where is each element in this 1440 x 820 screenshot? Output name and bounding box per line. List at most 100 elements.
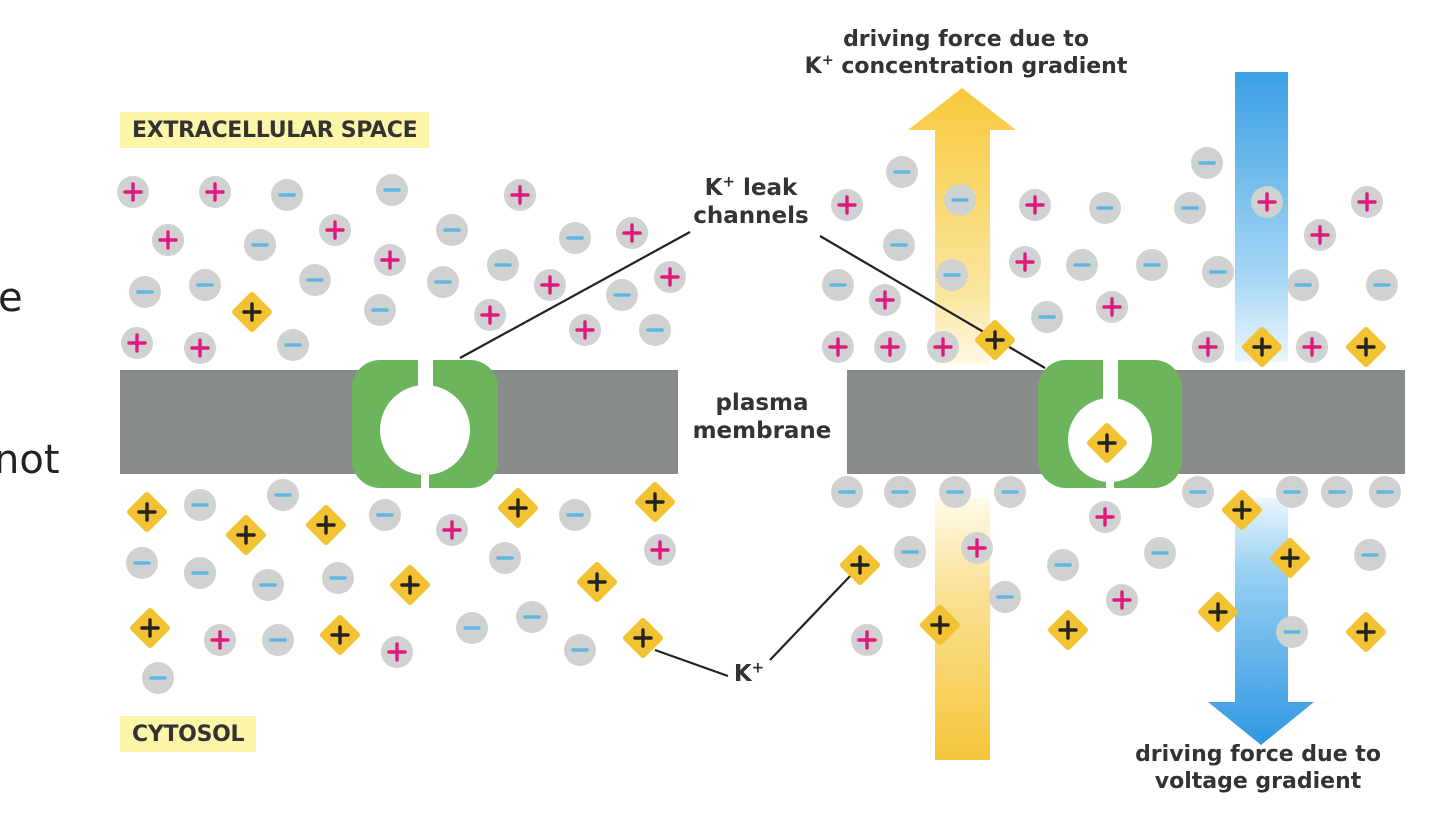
plus-circle-icon — [319, 214, 351, 246]
concentration-gradient-label: driving force due to K+ concentration gr… — [780, 27, 1152, 81]
plus-circle-icon — [381, 636, 413, 668]
minus-circle-icon — [559, 499, 591, 531]
minus-circle-icon — [883, 229, 915, 261]
minus-circle-icon — [1144, 537, 1176, 569]
minus-circle-icon — [299, 264, 331, 296]
plus-diamond-icon — [130, 608, 170, 648]
minus-circle-icon — [262, 624, 294, 656]
k-ion-charge: + — [751, 658, 765, 677]
minus-circle-icon — [1354, 539, 1386, 571]
voltage-gradient-label: driving force due to voltage gradient — [1118, 742, 1398, 796]
minus-circle-icon — [831, 476, 863, 508]
plus-circle-icon — [654, 261, 686, 293]
conc-ion-symbol: K — [804, 53, 822, 79]
minus-circle-icon — [564, 634, 596, 666]
plus-diamond-icon — [390, 565, 430, 605]
plus-circle-icon — [927, 331, 959, 363]
plus-diamond-icon — [1242, 327, 1282, 367]
minus-circle-icon — [886, 156, 918, 188]
plus-circle-icon — [474, 299, 506, 331]
minus-circle-icon — [1089, 192, 1121, 224]
plus-diamond-icon — [1222, 490, 1262, 530]
plus-circle-icon — [204, 624, 236, 656]
k-leak-channel-occupied — [1038, 352, 1182, 492]
minus-circle-icon — [516, 601, 548, 633]
minus-circle-icon — [944, 184, 976, 216]
plus-diamond-icon — [306, 505, 346, 545]
plus-circle-icon — [569, 314, 601, 346]
plus-circle-icon — [184, 332, 216, 364]
minus-circle-icon — [1202, 256, 1234, 288]
minus-circle-icon — [1047, 549, 1079, 581]
plus-circle-icon — [1351, 186, 1383, 218]
leader-line-k-right — [769, 573, 853, 661]
minus-circle-icon — [436, 214, 468, 246]
minus-circle-icon — [271, 179, 303, 211]
minus-circle-icon — [639, 314, 671, 346]
minus-circle-icon — [376, 174, 408, 206]
plus-diamond-icon — [1198, 592, 1238, 632]
plus-diamond-icon — [1048, 610, 1088, 650]
minus-circle-icon — [1174, 192, 1206, 224]
minus-circle-icon — [277, 329, 309, 361]
minus-circle-icon — [364, 294, 396, 326]
plus-circle-icon — [117, 176, 149, 208]
plasma-membrane-label: plasma membrane — [686, 389, 838, 445]
minus-circle-icon — [184, 557, 216, 589]
plus-circle-icon — [1089, 501, 1121, 533]
leak-word: leak — [743, 175, 798, 201]
minus-circle-icon — [129, 276, 161, 308]
minus-circle-icon — [427, 266, 459, 298]
plus-circle-icon — [831, 189, 863, 221]
plus-circle-icon — [1251, 186, 1283, 218]
minus-circle-icon — [1369, 476, 1401, 508]
minus-circle-icon — [142, 662, 174, 694]
plus-circle-icon — [374, 244, 406, 276]
cytosol-label: CYTOSOL — [120, 716, 257, 752]
minus-circle-icon — [939, 476, 971, 508]
minus-circle-icon — [894, 536, 926, 568]
plus-circle-icon — [534, 269, 566, 301]
conc-ion-charge: + — [821, 52, 834, 69]
plus-circle-icon — [121, 327, 153, 359]
leader-line-k-left — [654, 648, 729, 678]
extracellular-space-label: EXTRACELLULAR SPACE — [120, 112, 430, 148]
leak-ion-charge: + — [722, 172, 736, 191]
minus-circle-icon — [1287, 269, 1319, 301]
plus-diamond-icon — [498, 488, 538, 528]
plus-circle-icon — [436, 514, 468, 546]
conc-line-1: driving force due to — [843, 27, 1089, 52]
minus-circle-icon — [244, 229, 276, 261]
volt-line-1: driving force due to — [1135, 742, 1381, 767]
minus-circle-icon — [1276, 476, 1308, 508]
minus-circle-icon — [189, 269, 221, 301]
minus-circle-icon — [1182, 476, 1214, 508]
minus-circle-icon — [456, 612, 488, 644]
plus-circle-icon — [961, 532, 993, 564]
plus-diamond-icon — [577, 562, 617, 602]
plus-circle-icon — [152, 224, 184, 256]
plus-diamond-icon — [232, 292, 272, 332]
minus-circle-icon — [489, 542, 521, 574]
plus-diamond-icon — [975, 320, 1015, 360]
minus-circle-icon — [822, 269, 854, 301]
k-ion-label: K+ — [724, 660, 774, 688]
plus-diamond-icon — [1087, 423, 1127, 463]
plus-circle-icon — [1106, 584, 1138, 616]
minus-circle-icon — [559, 222, 591, 254]
minus-circle-icon — [1276, 616, 1308, 648]
plus-circle-icon — [1296, 331, 1328, 363]
plus-circle-icon — [1304, 219, 1336, 251]
plus-circle-icon — [504, 179, 536, 211]
plus-diamond-icon — [635, 482, 675, 522]
minus-circle-icon — [1191, 147, 1223, 179]
plus-diamond-icon — [127, 492, 167, 532]
plus-circle-icon — [851, 624, 883, 656]
cut-off-slide-text-1: e — [0, 275, 23, 321]
minus-circle-icon — [994, 476, 1026, 508]
plus-diamond-icon — [226, 515, 266, 555]
leak-ion-symbol: K — [704, 175, 723, 201]
plus-diamond-icon — [623, 618, 663, 658]
plus-diamond-icon — [1346, 612, 1386, 652]
